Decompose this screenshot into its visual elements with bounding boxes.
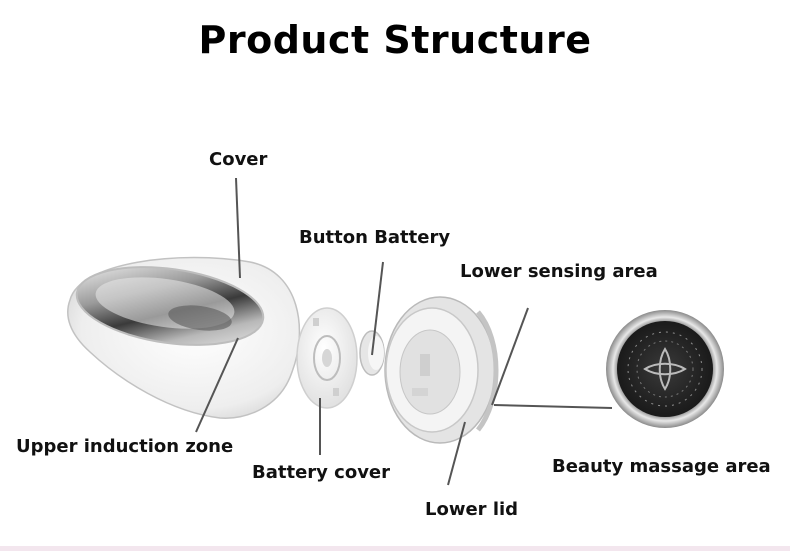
page-title: Product Structure bbox=[198, 18, 592, 62]
label-button-battery: Button Battery bbox=[299, 227, 451, 248]
label-upper-induction-zone: Upper induction zone bbox=[16, 436, 234, 457]
label-lower-sensing-area: Lower sensing area bbox=[460, 261, 658, 282]
label-battery-cover: Battery cover bbox=[252, 462, 391, 483]
lower-sensing-leader bbox=[491, 307, 529, 406]
cover-shell bbox=[67, 256, 301, 419]
battery-cover-disc bbox=[296, 307, 358, 409]
lower-lid-leader bbox=[447, 421, 466, 486]
lower-lid-cup bbox=[384, 296, 499, 444]
label-cover: Cover bbox=[209, 149, 268, 170]
cover-leader bbox=[235, 177, 241, 279]
button-battery-leader bbox=[371, 261, 384, 356]
upper-induction-leader bbox=[195, 337, 239, 433]
massage-head bbox=[606, 310, 724, 428]
label-beauty-massage-area: Beauty massage area bbox=[552, 456, 771, 477]
massage-area-leader bbox=[493, 404, 613, 409]
leader-lines bbox=[195, 177, 613, 486]
label-lower-lid: Lower lid bbox=[425, 499, 519, 520]
bottom-divider bbox=[0, 546, 790, 551]
